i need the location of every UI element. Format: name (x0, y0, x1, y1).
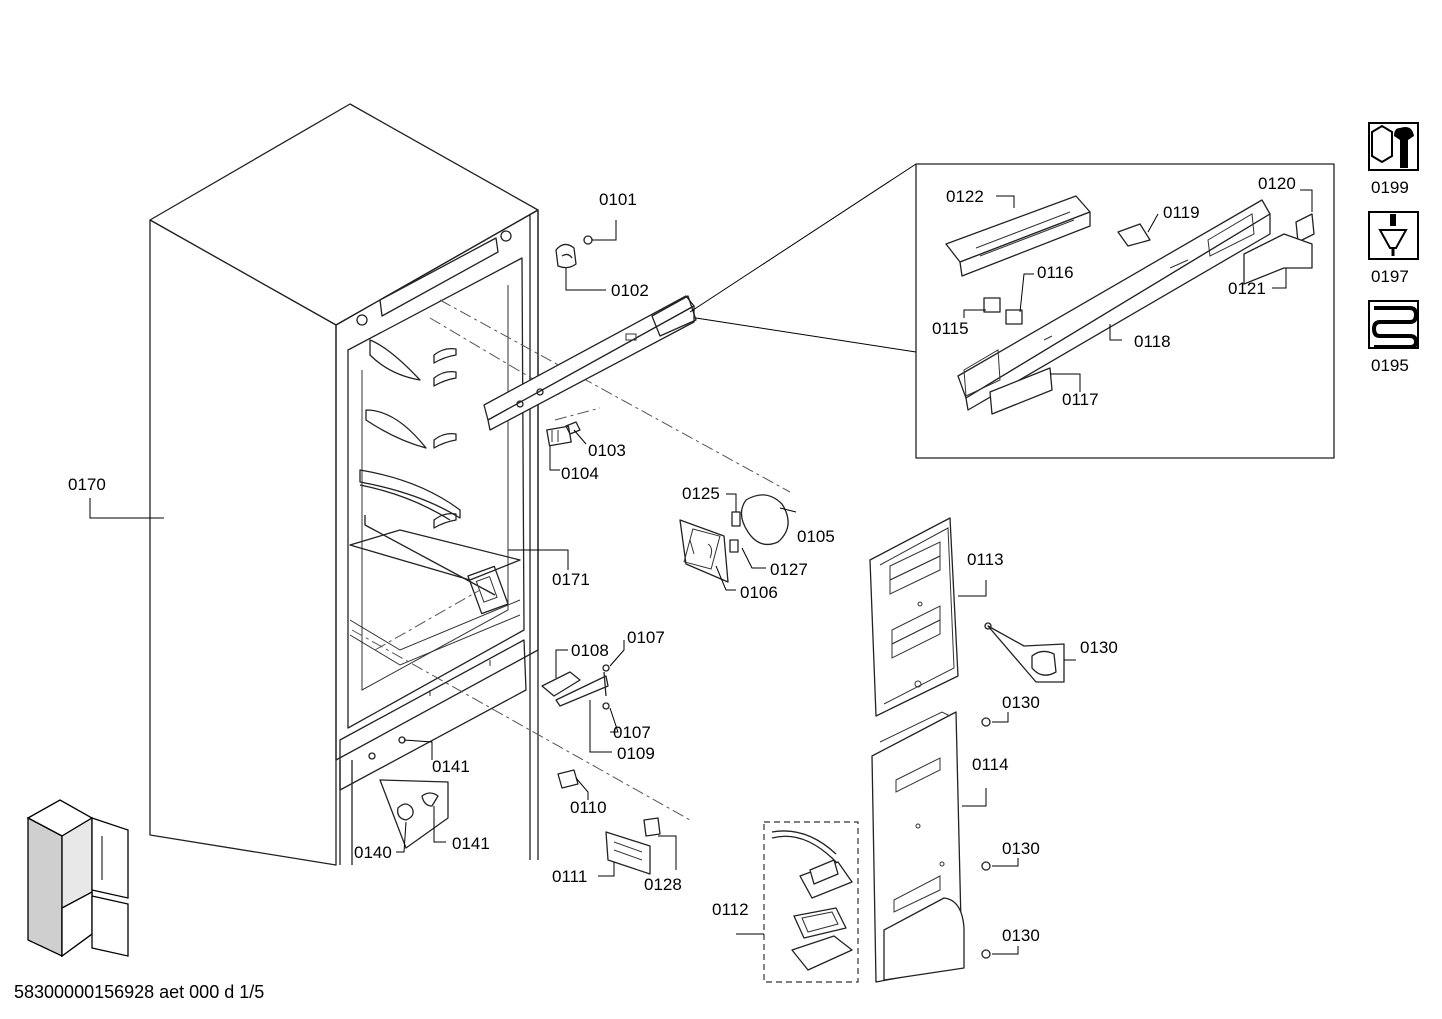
leader-0170 (89, 498, 164, 519)
service-legend: 0199 0197 0195 (1368, 122, 1419, 375)
label-0127: 0127 (770, 560, 808, 579)
label-0119: 0119 (1163, 203, 1200, 222)
label-0101: 0101 (599, 190, 637, 209)
part-0110-connector (557, 769, 589, 800)
zoom-line-bottom (695, 317, 917, 353)
label-0130-2: 0130 (1002, 693, 1040, 712)
part-0113-panel (869, 517, 987, 717)
label-0107-top: 0107 (627, 628, 665, 647)
control-bar-assembly (483, 295, 697, 431)
zoom-line-top (689, 163, 917, 313)
label-0125: 0125 (682, 484, 720, 503)
label-0130-4: 0130 (1002, 926, 1040, 945)
label-0114: 0114 (972, 755, 1009, 774)
legend-label-0199: 0199 (1371, 178, 1409, 197)
label-0107-bottom: 0107 (613, 723, 651, 742)
heating-coil-icon (1368, 300, 1419, 349)
part-0112-wiring-assembly (736, 821, 859, 983)
label-0130-1: 0130 (1080, 638, 1118, 657)
label-0112: 0112 (712, 900, 749, 919)
fridge-cabinet (149, 103, 539, 866)
label-0104: 0104 (561, 464, 599, 483)
label-0102: 0102 (611, 281, 649, 300)
label-0108: 0108 (571, 641, 609, 660)
label-0109: 0109 (617, 744, 655, 763)
part-0108-0109-bracket (541, 640, 625, 753)
legend-label-0195: 0195 (1371, 356, 1409, 375)
label-0110: 0110 (570, 798, 607, 817)
label-0106: 0106 (740, 583, 778, 602)
part-0114-panel (871, 711, 987, 983)
part-0111-0128-cover (598, 817, 677, 877)
label-0115: 0115 (932, 319, 969, 338)
label-0141-bottom: 0141 (452, 834, 490, 853)
label-0140: 0140 (354, 843, 392, 862)
part-0103-0104-switch (546, 421, 587, 471)
label-0118: 0118 (1134, 332, 1171, 351)
legend-label-0197: 0197 (1371, 267, 1409, 286)
part-0130-screws (981, 622, 1076, 959)
label-0141-top: 0141 (432, 757, 470, 776)
label-0171: 0171 (552, 570, 590, 589)
appliance-thumbnail (26, 799, 129, 958)
label-0111: 0111 (552, 867, 587, 886)
label-0121: 0121 (1228, 279, 1266, 298)
label-0122: 0122 (946, 187, 984, 206)
part-labels: 0101 0102 0103 0104 0105 0106 0107 0107 … (68, 174, 1296, 945)
label-0170: 0170 (68, 475, 106, 494)
label-0105: 0105 (797, 527, 835, 546)
leader-0171 (508, 549, 569, 570)
label-0128: 0128 (644, 875, 682, 894)
wrench-bolt-icon (1368, 122, 1419, 171)
label-0103: 0103 (588, 441, 626, 460)
label-0116: 0116 (1037, 263, 1074, 282)
screwdriver-icon (1368, 211, 1419, 260)
detail-inset (915, 163, 1335, 459)
label-0117: 0117 (1062, 390, 1099, 409)
document-code: 58300000156928 aet 000 d 1/5 (14, 982, 264, 1002)
label-0113: 0113 (967, 550, 1004, 569)
part-0105-0106-lamp (679, 493, 797, 591)
label-0130-3: 0130 (1002, 839, 1040, 858)
part-0140-0141-knob (368, 736, 449, 853)
label-0120: 0120 (1258, 174, 1296, 193)
part-0101-0102-holder (555, 220, 617, 291)
